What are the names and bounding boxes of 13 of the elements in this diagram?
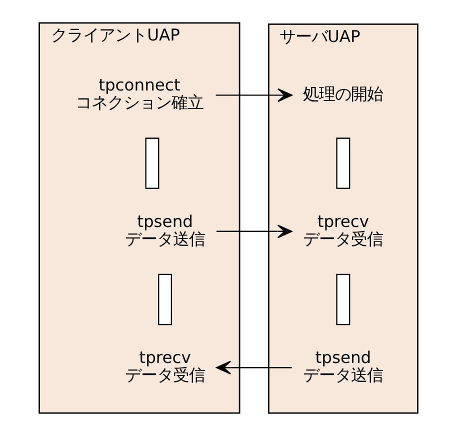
arrow — [216, 88, 293, 102]
node-bar — [336, 273, 350, 325]
node-text: tpsend データ送信 — [125, 211, 206, 248]
node-text: tpconnect コネクション確立 — [75, 75, 204, 112]
arrow — [216, 360, 292, 374]
arrow — [216, 224, 292, 238]
node-text: tprecv データ受信 — [125, 348, 206, 384]
node-text: tpsend データ送信 — [303, 348, 384, 384]
node-bar — [336, 137, 350, 188]
node-bar — [158, 273, 172, 325]
node-text: tprecv データ受信 — [303, 211, 384, 248]
node-text: 処理の開始 — [303, 84, 384, 103]
node-bar — [145, 137, 160, 188]
